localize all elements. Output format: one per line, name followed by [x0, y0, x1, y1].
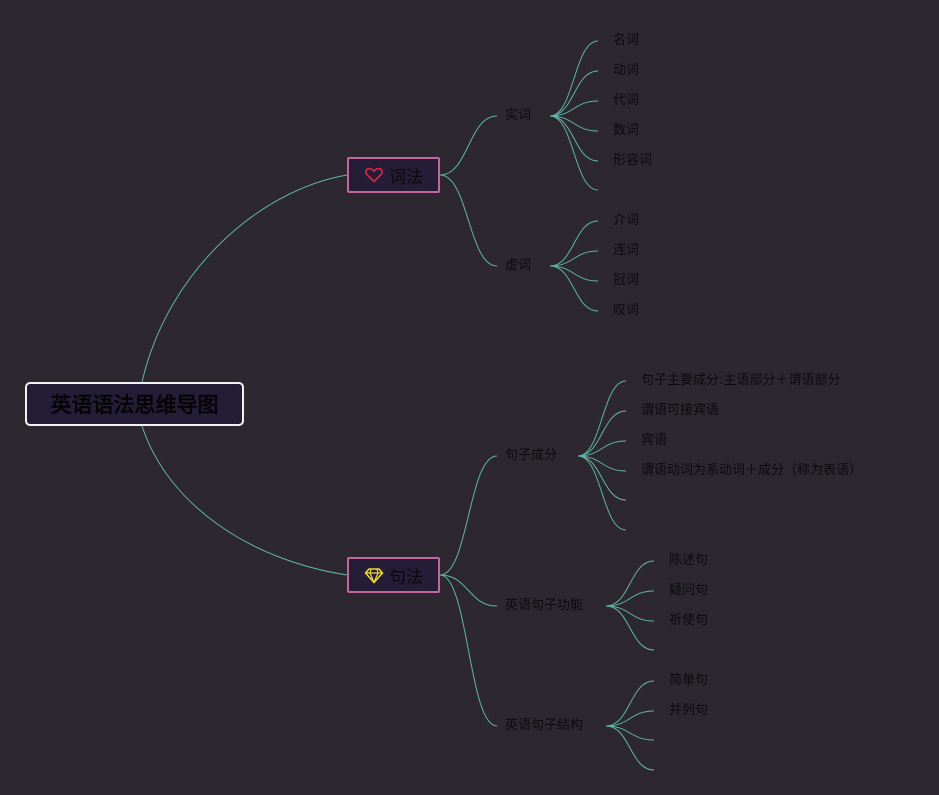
- leaf-node[interactable]: 名词: [613, 33, 640, 48]
- leaf-node[interactable]: 简单句: [669, 673, 709, 688]
- branch-label: 词法: [389, 167, 423, 188]
- sub-node-sentence-functions[interactable]: 英语句子功能: [505, 598, 584, 613]
- root-node[interactable]: 英语语法思维导图: [25, 382, 244, 426]
- leaf-node[interactable]: 叹词: [613, 303, 640, 318]
- connector-sub-leaf: [605, 680, 655, 727]
- connector-sub-leaf: [549, 265, 599, 312]
- leaf-node[interactable]: 形容词: [613, 153, 653, 168]
- connector-sub-leaf: [577, 455, 627, 501]
- connector-branch-sub: [439, 574, 498, 607]
- leaf-node[interactable]: 介词: [613, 213, 640, 228]
- leaf-node[interactable]: 陈述句: [669, 553, 709, 568]
- leaf-node[interactable]: 数词: [613, 123, 640, 138]
- branch-label: 句法: [389, 567, 423, 588]
- connector-sub-leaf: [549, 100, 599, 117]
- connector-sub-leaf: [605, 710, 655, 727]
- connector-sub-leaf: [549, 70, 599, 117]
- connector-sub-leaf: [549, 220, 599, 267]
- sub-node-sentence-structures[interactable]: 英语句子结构: [505, 718, 584, 733]
- leaf-node[interactable]: 句子主要成分:主语部分＋谓语部分: [641, 373, 841, 388]
- connector-sub-leaf: [577, 410, 627, 457]
- connector-branch-sub: [439, 174, 498, 267]
- branch-node-syntax[interactable]: 句法: [347, 557, 440, 593]
- connector-sub-leaf: [577, 455, 627, 531]
- leaf-node[interactable]: 并列句: [669, 703, 709, 718]
- connector-sub-leaf: [605, 560, 655, 607]
- leaf-node[interactable]: 宾语: [641, 433, 668, 448]
- sub-node-sentence-elements[interactable]: 句子成分: [505, 448, 558, 463]
- connector-sub-leaf: [549, 115, 599, 191]
- sub-node-function-words[interactable]: 虚词: [505, 258, 532, 273]
- connector-sub-leaf: [549, 265, 599, 282]
- leaf-node[interactable]: 疑问句: [669, 583, 709, 598]
- leaf-node[interactable]: 谓语动词为系动词＋成分（称为表语）: [641, 463, 863, 478]
- connector-root-syntax: [141, 425, 348, 576]
- connector-sub-leaf: [577, 380, 627, 457]
- connector-sub-leaf: [549, 115, 599, 162]
- leaf-node[interactable]: 连词: [613, 243, 640, 258]
- sub-node-content-words[interactable]: 实词: [505, 108, 532, 123]
- connector-root-morphology: [141, 174, 348, 383]
- connector-sub-leaf: [577, 440, 627, 457]
- leaf-node[interactable]: 谓语可接宾语: [641, 403, 720, 418]
- connector-sub-leaf: [605, 725, 655, 771]
- connector-sub-leaf: [605, 605, 655, 651]
- connector-branch-sub: [439, 115, 498, 176]
- connector-sub-leaf: [549, 250, 599, 267]
- connector-sub-leaf: [605, 590, 655, 607]
- diamond-icon: [364, 565, 384, 585]
- heart-icon: [364, 165, 384, 185]
- leaf-node[interactable]: 代词: [613, 93, 640, 108]
- leaf-node[interactable]: 冠词: [613, 273, 640, 288]
- connector-sub-leaf: [605, 605, 655, 622]
- connector-branch-sub: [439, 455, 498, 576]
- branch-node-morphology[interactable]: 词法: [347, 157, 440, 193]
- leaf-node[interactable]: 祈使句: [669, 613, 709, 628]
- connector-sub-leaf: [549, 40, 599, 117]
- root-title: 英语语法思维导图: [50, 393, 219, 417]
- connector-branch-sub: [439, 574, 498, 727]
- leaf-node[interactable]: 动词: [613, 63, 640, 78]
